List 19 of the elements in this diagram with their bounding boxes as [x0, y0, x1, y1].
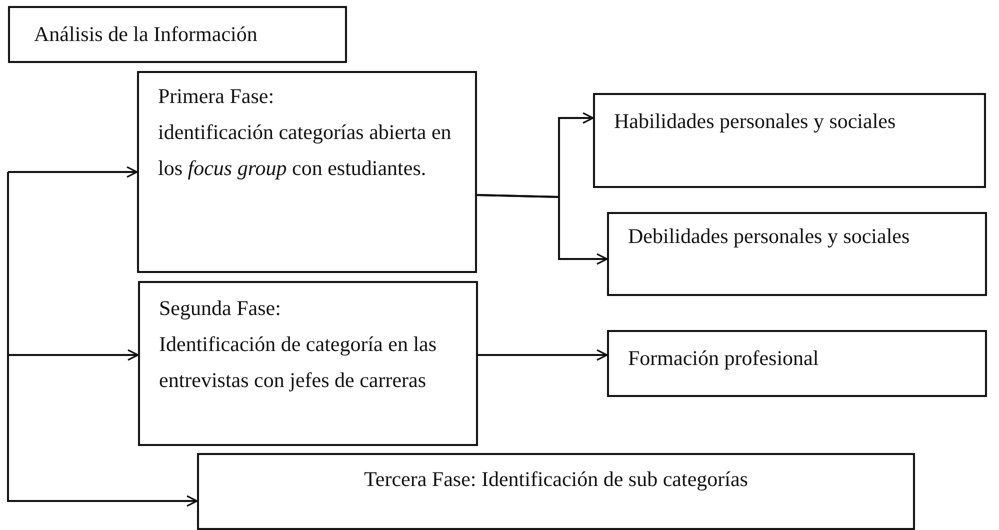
arrow	[8, 166, 138, 178]
box-text: Análisis de la Información	[34, 21, 258, 48]
process-box	[607, 330, 987, 397]
box-text: Formación profesional	[628, 345, 820, 372]
arrow	[476, 194, 608, 265]
process-box	[138, 281, 478, 446]
process-box	[197, 453, 915, 530]
process-box	[593, 93, 986, 188]
phase-heading: Segunda Fase:	[159, 295, 282, 322]
box-text: Tercera Fase: Identificación de sub categorías	[363, 466, 749, 493]
process-box	[607, 212, 987, 296]
process-box	[8, 6, 347, 63]
phase-heading: Primera Fase:	[158, 83, 276, 110]
box-text: Identificación de categoría en las entrevistas con jefes de carreras	[159, 331, 438, 394]
box-text: Habilidades personales y sociales	[614, 108, 897, 135]
box-text: identificación categorías abierta en los focus group con estudiantes.	[158, 119, 452, 182]
arrow	[478, 349, 608, 361]
box-text: Debilidades personales y sociales	[628, 223, 911, 250]
process-box	[137, 71, 477, 273]
